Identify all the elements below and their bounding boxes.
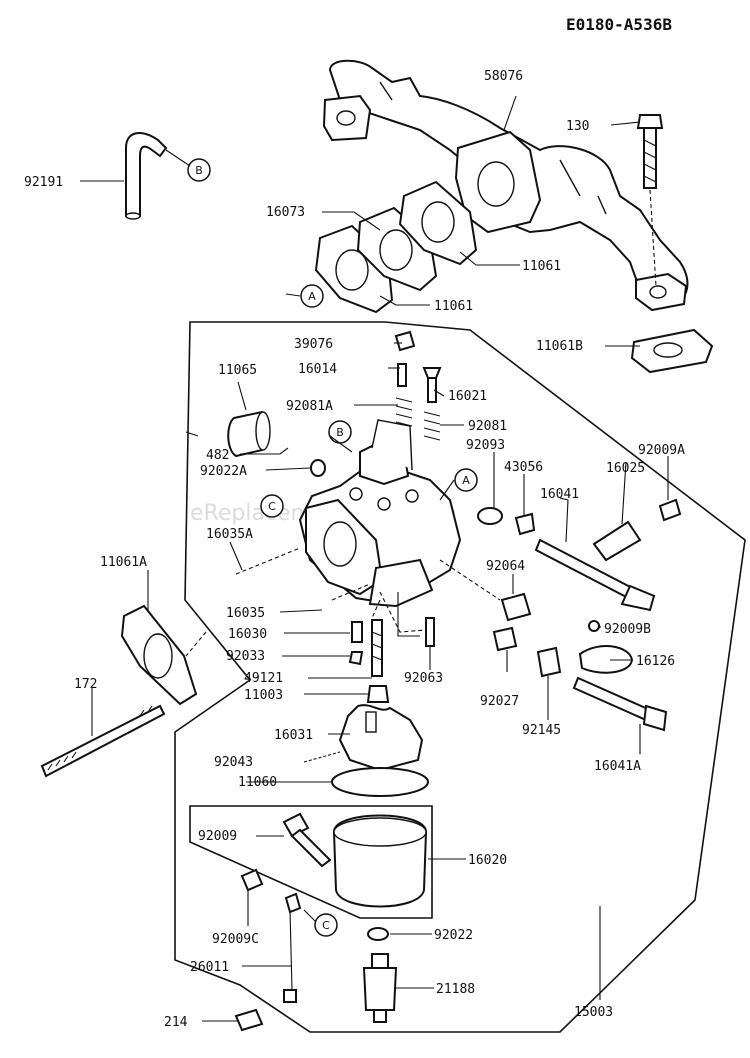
- bolt-172: [40, 704, 166, 778]
- label-58076: 58076: [484, 69, 523, 84]
- idle-adjust-parts: [439, 559, 562, 678]
- callout-c-lower: C: [314, 913, 338, 937]
- label-92093: 92093: [466, 438, 505, 453]
- bolt-130: [636, 114, 664, 287]
- label-92081: 92081: [468, 419, 507, 434]
- svg-text:B: B: [336, 426, 344, 439]
- bushing-11065: [227, 410, 271, 458]
- label-92033: 92033: [226, 649, 265, 664]
- label-92191: 92191: [24, 175, 63, 190]
- svg-text:A: A: [308, 290, 316, 303]
- float: [303, 704, 424, 772]
- label-16030: 16030: [228, 627, 267, 642]
- callout-a-lower: A: [454, 468, 478, 492]
- label-214: 214: [164, 1015, 188, 1030]
- washer-92022: [367, 927, 389, 941]
- label-16041: 16041: [540, 487, 579, 502]
- callout-a-upper: A: [300, 284, 324, 308]
- label-92022a: 92022A: [200, 464, 247, 479]
- carburetor-body: [298, 419, 462, 608]
- callout-b-upper: B: [187, 158, 211, 182]
- label-11061-lower: 11061: [434, 299, 473, 314]
- label-11061b: 11061B: [536, 339, 583, 354]
- label-26011: 26011: [190, 960, 229, 975]
- label-43056: 43056: [504, 460, 543, 475]
- svg-text:C: C: [322, 919, 330, 932]
- label-16073: 16073: [266, 205, 305, 220]
- label-11061a: 11061A: [100, 555, 147, 570]
- label-92009c: 92009C: [212, 932, 259, 947]
- label-92009b: 92009B: [604, 622, 651, 637]
- label-16126: 16126: [636, 654, 675, 669]
- label-92064: 92064: [486, 559, 525, 574]
- screw-92063: [425, 617, 435, 647]
- label-482: 482: [206, 448, 229, 463]
- label-11061-upper: 11061: [522, 259, 561, 274]
- label-92009: 92009: [198, 829, 237, 844]
- label-92145: 92145: [522, 723, 561, 738]
- label-92063: 92063: [404, 671, 443, 686]
- label-16014: 16014: [298, 362, 337, 377]
- label-92081a: 92081A: [286, 399, 333, 414]
- label-92022: 92022: [434, 928, 473, 943]
- gasket-set: [314, 180, 478, 314]
- label-16041a: 16041A: [594, 759, 641, 774]
- label-16025: 16025: [606, 461, 645, 476]
- float-bowl: [332, 814, 428, 908]
- label-16035a: 16035A: [206, 527, 253, 542]
- washer-92022a: [310, 459, 326, 477]
- assembly-boundary: [174, 321, 746, 1033]
- o-ring-92093: [477, 507, 503, 525]
- throttle-shaft: [534, 498, 682, 612]
- screw-214: [234, 1008, 264, 1032]
- float-bowl-box: [189, 805, 433, 919]
- svg-text:C: C: [268, 500, 276, 513]
- label-16035: 16035: [226, 606, 265, 621]
- svg-text:B: B: [195, 164, 203, 177]
- leader-lines: [80, 95, 669, 1022]
- callout-c-upper: C: [260, 494, 284, 518]
- fuel-solenoid: [362, 953, 398, 1023]
- label-16020: 16020: [468, 853, 507, 868]
- bowl-gasket: [331, 767, 429, 797]
- svg-text:A: A: [462, 474, 470, 487]
- exhaust-manifold: [322, 59, 689, 312]
- label-39076: 39076: [294, 337, 333, 352]
- label-15003: 15003: [574, 1005, 613, 1020]
- choke-shaft: [572, 620, 668, 732]
- gasket-11061b: [630, 328, 714, 374]
- main-jet-parts: [348, 619, 390, 703]
- label-172: 172: [74, 677, 97, 692]
- label-11060: 11060: [238, 775, 277, 790]
- choke-rod-26011: [283, 892, 302, 1003]
- label-49121: 49121: [244, 671, 283, 686]
- label-16021: 16021: [448, 389, 487, 404]
- label-11065: 11065: [218, 363, 257, 378]
- screw-92009: [282, 812, 332, 868]
- adjusting-screws-top: [394, 330, 442, 441]
- gasket-11061a: [120, 604, 207, 706]
- label-92027: 92027: [480, 694, 519, 709]
- label-16031: 16031: [274, 728, 313, 743]
- label-92043: 92043: [214, 755, 253, 770]
- diagram-code: E0180-A536B: [566, 15, 672, 34]
- screw-92009c: [240, 868, 264, 892]
- fuel-hose: [125, 132, 168, 220]
- part-labels: 58076 130 92191 16073 11061 11061 11061B…: [24, 69, 685, 1030]
- label-21188: 21188: [436, 982, 475, 997]
- callout-b-lower: B: [328, 420, 352, 444]
- label-130: 130: [566, 119, 589, 134]
- label-11003: 11003: [244, 688, 283, 703]
- seal-43056: [514, 512, 536, 536]
- label-92009a: 92009A: [638, 443, 685, 458]
